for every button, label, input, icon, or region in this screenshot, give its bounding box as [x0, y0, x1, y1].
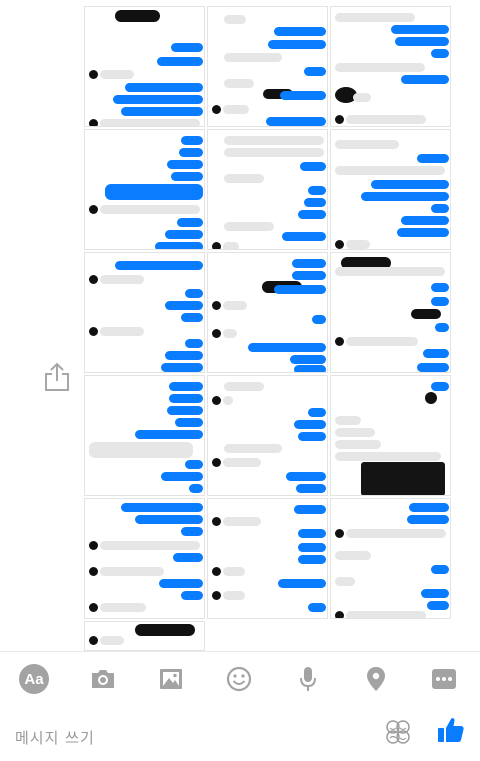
image-icon[interactable] [156, 664, 186, 694]
camera-icon[interactable] [88, 664, 118, 694]
microphone-icon[interactable] [293, 664, 323, 694]
text-format-button[interactable]: Aa [19, 664, 49, 694]
photo-thumbnail[interactable] [207, 6, 328, 127]
share-icon[interactable] [44, 362, 70, 392]
like-icon[interactable] [437, 716, 465, 748]
aa-label: Aa [19, 664, 49, 694]
photo-thumbnail[interactable] [330, 498, 451, 619]
photo-thumbnail[interactable] [330, 252, 451, 373]
message-input[interactable]: 메시지 쓰기 [15, 729, 95, 747]
photo-thumbnail[interactable] [84, 252, 205, 373]
photo-grid [84, 6, 452, 651]
photo-thumbnail[interactable] [207, 252, 328, 373]
emoji-icon[interactable] [224, 664, 254, 694]
photo-thumbnail[interactable] [330, 375, 451, 496]
photo-thumbnail[interactable] [84, 498, 205, 619]
location-icon[interactable] [361, 664, 391, 694]
photo-thumbnail[interactable] [330, 6, 451, 127]
more-icon[interactable] [429, 664, 459, 694]
photo-thumbnail[interactable] [330, 129, 451, 250]
composer-toolbar: Aa [0, 651, 480, 706]
photo-thumbnail[interactable] [84, 129, 205, 250]
message-composer: 메시지 쓰기 [0, 706, 480, 761]
photo-thumbnail[interactable] [84, 6, 205, 127]
photo-thumbnail[interactable] [207, 498, 328, 619]
photo-thumbnail[interactable] [84, 621, 205, 651]
photo-thumbnail[interactable] [84, 375, 205, 496]
photo-thumbnail[interactable] [207, 129, 328, 250]
photo-thumbnail[interactable] [207, 375, 328, 496]
sticker-icon[interactable] [385, 719, 411, 749]
